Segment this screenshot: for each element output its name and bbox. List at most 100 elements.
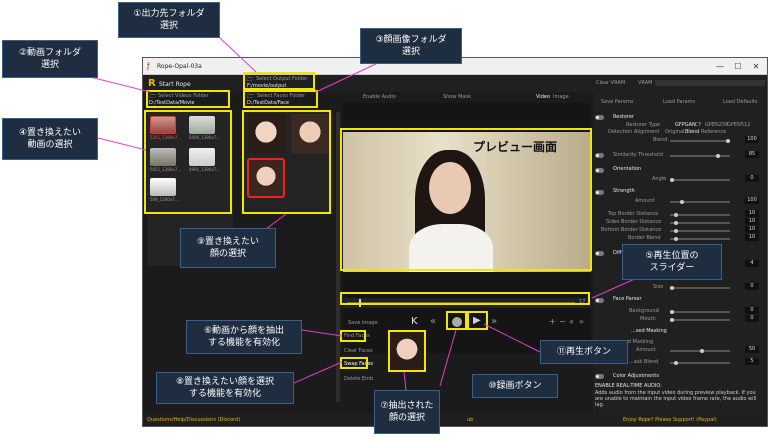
start-rope-button[interactable]: Start Rope <box>159 81 191 88</box>
bottom-border-slider[interactable] <box>670 229 730 233</box>
prev-marker-icon[interactable]: « <box>569 317 574 326</box>
play-button[interactable]: ▶ <box>473 315 481 326</box>
tab-image[interactable]: Image <box>553 94 569 100</box>
size-slider[interactable] <box>670 286 730 290</box>
color-adjustments-toggle[interactable] <box>595 374 604 379</box>
size-value[interactable]: 0 <box>745 283 759 290</box>
mask-blend-slider[interactable] <box>670 361 730 365</box>
alignment-option[interactable]: Reference <box>701 129 727 135</box>
record-button[interactable] <box>452 317 462 327</box>
source-face[interactable] <box>291 114 329 154</box>
similarity-threshold-label: Similarity Threshold <box>613 152 663 158</box>
restorer-option[interactable]: GPEN512 <box>727 122 751 128</box>
restorer-toggle[interactable] <box>595 115 604 120</box>
audio-help-title: ENABLE REAL-TIME AUDIO: <box>595 383 662 389</box>
border-blend-slider[interactable] <box>670 237 730 241</box>
discord-link[interactable]: Questions/Help/Discussions (Discord) <box>147 417 241 423</box>
tab-video[interactable]: Video <box>536 94 551 100</box>
found-face[interactable] <box>390 332 424 370</box>
d-amount-value[interactable]: 50 <box>745 346 759 353</box>
skip-start-icon[interactable]: K <box>411 316 418 327</box>
sides-border-value[interactable]: 10 <box>745 218 759 225</box>
blend-value[interactable]: 100 <box>745 136 759 143</box>
minimize-button[interactable]: — <box>716 62 724 71</box>
fast-forward-icon[interactable]: » <box>491 316 498 327</box>
add-marker-icon[interactable]: + <box>549 317 556 326</box>
occluder-label: ...sed Masking <box>631 328 667 334</box>
bottom-border-value[interactable]: 10 <box>745 226 759 233</box>
select-videos-folder-button[interactable]: Select Videos Folder <box>158 93 209 99</box>
source-face-selected[interactable] <box>247 158 285 198</box>
show-mask-toggle[interactable]: Show Mask <box>443 94 471 100</box>
remove-marker-icon[interactable]: − <box>559 317 566 326</box>
restorer-type-label: Restorer Type <box>626 122 661 128</box>
video-thumbnail[interactable] <box>150 178 176 196</box>
top-border-slider[interactable] <box>670 213 730 217</box>
video-thumbnail[interactable] <box>150 116 176 134</box>
load-defaults-button[interactable]: Load Defaults <box>723 99 758 105</box>
save-params-button[interactable]: Save Params <box>601 99 634 105</box>
alignment-option[interactable]: Blend <box>685 129 700 135</box>
video-name: 509_1280x7... <box>150 197 179 202</box>
maximize-button[interactable]: ☐ <box>734 62 742 71</box>
callout-select-video: ④置き換えたい 動画の選択 <box>2 118 98 160</box>
enable-audio-toggle[interactable]: Enable Audio <box>363 94 396 100</box>
video-thumbnail[interactable] <box>189 148 215 166</box>
github-link[interactable]: ub <box>467 417 474 423</box>
panel-divider[interactable] <box>336 112 340 402</box>
orientation-toggle[interactable] <box>595 168 604 173</box>
mouth-slider[interactable] <box>670 318 730 322</box>
next-marker-icon[interactable]: » <box>579 317 584 326</box>
restorer-option[interactable]: GPEN256 <box>705 122 729 128</box>
amount-slider[interactable] <box>670 200 730 204</box>
diff-toggle[interactable] <box>595 251 604 256</box>
diff-value[interactable]: 4 <box>745 260 759 267</box>
background-value[interactable]: 0 <box>745 307 759 314</box>
video-thumbnail[interactable] <box>150 148 176 166</box>
callout-swap-faces: ⑧置き換えたい顔を選択 する機能を有効化 <box>156 372 294 404</box>
mask-blend-value[interactable]: 5 <box>745 358 759 365</box>
rewind-icon[interactable]: « <box>430 316 437 327</box>
face-parser-toggle[interactable] <box>595 298 604 303</box>
amount-value[interactable]: 100 <box>745 197 759 204</box>
orientation-label: Orientation <box>613 166 642 172</box>
close-button[interactable]: ✕ <box>752 62 760 71</box>
load-params-button[interactable]: Load Params <box>663 99 696 105</box>
delete-emb-button[interactable]: Delete Emb <box>344 376 374 382</box>
alignment-option[interactable]: Original <box>665 129 685 135</box>
select-faces-folder-button[interactable]: Select Faces Folder <box>257 93 305 99</box>
source-face[interactable] <box>247 114 285 154</box>
save-image-button[interactable]: Save Image <box>348 320 378 326</box>
restorer-option[interactable]: CF <box>695 122 702 128</box>
blend-slider[interactable] <box>670 139 730 143</box>
clear-faces-button[interactable]: Clear Faces <box>344 348 373 354</box>
video-thumbnail[interactable] <box>189 116 215 134</box>
similarity-toggle[interactable] <box>595 153 604 158</box>
top-border-label: Top Border Distance <box>608 211 659 217</box>
top-border-value[interactable]: 10 <box>745 210 759 217</box>
restorer-option[interactable]: GFPGAN <box>675 122 696 128</box>
sides-border-slider[interactable] <box>670 221 730 225</box>
similarity-slider[interactable] <box>670 154 730 158</box>
mouth-value[interactable]: 0 <box>745 315 759 322</box>
background-slider[interactable] <box>670 310 730 314</box>
swap-faces-button[interactable]: Swap Faces <box>344 361 374 367</box>
angle-slider[interactable] <box>670 178 730 182</box>
highlight-record-button <box>446 311 467 330</box>
border-blend-value[interactable]: 10 <box>745 234 759 241</box>
strength-toggle[interactable] <box>595 190 604 195</box>
angle-value[interactable]: 0 <box>745 175 759 182</box>
video-name: 5251_1280x7... <box>150 135 182 140</box>
frame-end-number: 17 <box>579 299 586 305</box>
color-adjustments-label: Color Adjustments <box>613 373 659 379</box>
vram-label: VRAM <box>638 80 653 86</box>
paypal-link[interactable]: Enjoy Rope? Please Support! (Paypal) <box>623 417 717 423</box>
bottom-border-label: Bottom Border Distance <box>601 227 662 233</box>
restorer-label: Restorer <box>613 114 635 120</box>
d-amount-label: Amount <box>636 347 656 353</box>
similarity-value[interactable]: 85 <box>745 151 759 158</box>
find-faces-button[interactable]: Find Faces <box>344 333 370 339</box>
clear-vram-button[interactable]: Clear VRAM <box>596 80 626 86</box>
select-output-folder-button[interactable]: Select Output Folder <box>256 76 308 82</box>
d-amount-slider[interactable] <box>670 349 730 353</box>
